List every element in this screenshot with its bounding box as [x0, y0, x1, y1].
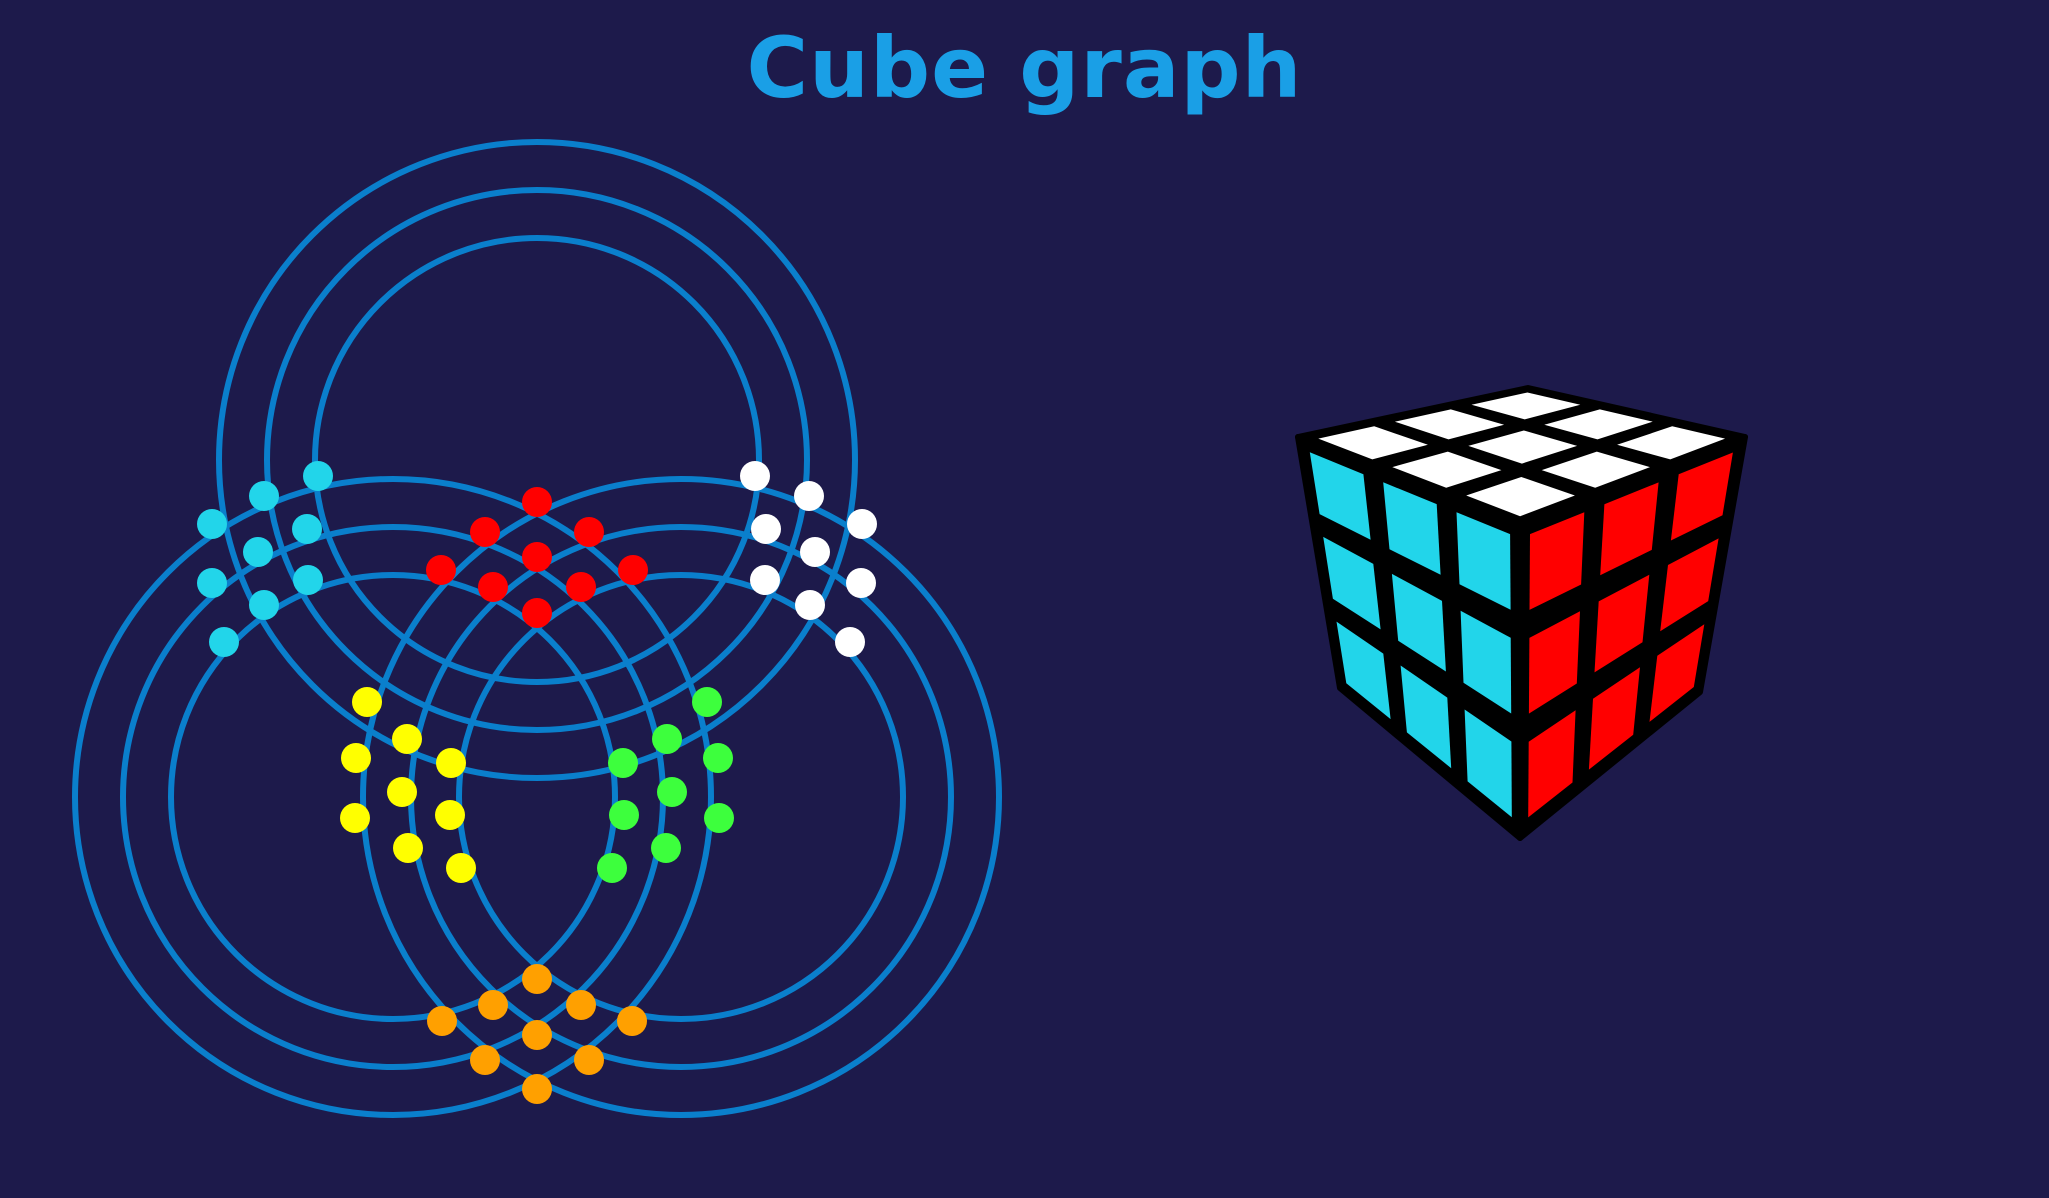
vertex-bottom-7	[470, 1045, 500, 1075]
vertex-left-bottom-5	[387, 777, 417, 807]
vertex-right-6	[846, 568, 876, 598]
vertex-left-4	[292, 514, 322, 544]
vertex-bottom-6	[617, 1006, 647, 1036]
vertex-left-2	[249, 481, 279, 511]
vertex-bottom-4	[427, 1006, 457, 1036]
vertex-bottom-5	[522, 1020, 552, 1050]
vertex-left-8	[249, 590, 279, 620]
cube-face-right	[1517, 434, 1748, 841]
cube-sticker-right-2	[1600, 482, 1659, 576]
vertex-top-3	[574, 517, 604, 547]
vertex-right-4	[751, 514, 781, 544]
vertex-left-bottom-8	[393, 833, 423, 863]
vertex-left-6	[197, 568, 227, 598]
vertex-bottom-3	[566, 990, 596, 1020]
ring-right-1	[456, 572, 906, 1022]
ring-left-1	[168, 572, 618, 1022]
cube-sticker-top-1	[1318, 426, 1428, 460]
vertex-left-bottom-6	[435, 800, 465, 830]
cube-sticker-left-1	[1309, 452, 1371, 540]
cube-sticker-right-6	[1660, 538, 1719, 632]
vertex-right-1	[740, 461, 770, 491]
vertex-left-bottom-9	[446, 853, 476, 883]
vertex-top-6	[618, 555, 648, 585]
vertex-right-9	[835, 627, 865, 657]
cube-sticker-right-5	[1594, 574, 1650, 673]
cube-sticker-left-5	[1391, 573, 1446, 672]
vertex-left-bottom-3	[436, 748, 466, 778]
vertex-bottom-9	[522, 1074, 552, 1104]
cube-sticker-left-6	[1460, 610, 1512, 714]
cube-sticker-top-4	[1392, 451, 1502, 488]
cube-sticker-top-6	[1544, 409, 1653, 440]
vertex-left-bottom-7	[340, 803, 370, 833]
cube-sticker-left-8	[1400, 665, 1452, 769]
vertex-top-5	[522, 542, 552, 572]
vertex-right-5	[800, 537, 830, 567]
rubiks-cube	[1295, 385, 1748, 841]
cube-sticker-left-3	[1456, 512, 1511, 610]
ring-top-1	[312, 235, 762, 685]
cube-face-left	[1295, 434, 1523, 841]
cube-sticker-right-1	[1529, 512, 1585, 610]
vertex-right-2	[794, 481, 824, 511]
vertex-top-1	[522, 487, 552, 517]
cube-sticker-right-8	[1588, 667, 1640, 770]
cube-sticker-left-9	[1464, 709, 1512, 818]
ring-top-2	[264, 187, 810, 733]
vertex-left-9	[209, 627, 239, 657]
vertex-right-bottom-2	[652, 724, 682, 754]
ring-top-3	[216, 139, 858, 781]
vertex-right-8	[795, 590, 825, 620]
vertex-bottom-1	[522, 964, 552, 994]
vertex-bottom-2	[478, 990, 508, 1020]
vertex-right-bottom-7	[704, 803, 734, 833]
vertex-left-bottom-4	[341, 743, 371, 773]
cube-sticker-top-9	[1617, 426, 1726, 460]
cube-sticker-right-7	[1528, 710, 1576, 818]
cube-sticker-top-3	[1471, 392, 1581, 420]
vertex-right-7	[750, 565, 780, 595]
vertex-right-bottom-9	[597, 853, 627, 883]
cube-sticker-left-7	[1336, 621, 1391, 720]
vertex-left-bottom-1	[352, 687, 382, 717]
cube-sticker-right-3	[1670, 452, 1733, 541]
vertex-right-bottom-6	[609, 800, 639, 830]
cube-sticker-top-8	[1541, 451, 1650, 488]
ring-left-3	[72, 476, 714, 1118]
cube-sticker-top-2	[1394, 409, 1505, 440]
vertex-right-3	[847, 509, 877, 539]
vertex-left-1	[303, 461, 333, 491]
page-title: Cube graph	[746, 19, 1303, 117]
cube-sticker-right-4	[1528, 611, 1580, 714]
vertex-bottom-8	[574, 1045, 604, 1075]
cube-sticker-left-4	[1323, 536, 1381, 630]
cube-sticker-right-9	[1649, 624, 1705, 722]
vertex-right-bottom-8	[651, 833, 681, 863]
vertex-right-bottom-1	[692, 687, 722, 717]
vertex-top-8	[566, 572, 596, 602]
cube-sticker-top-5	[1468, 430, 1578, 464]
vertex-right-bottom-3	[608, 748, 638, 778]
vertex-top-4	[426, 555, 456, 585]
vertex-top-7	[478, 572, 508, 602]
vertex-top-2	[470, 517, 500, 547]
vertex-left-7	[293, 565, 323, 595]
cube-sticker-top-7	[1466, 477, 1575, 517]
ring-right-3	[360, 476, 1002, 1118]
vertex-right-bottom-5	[657, 777, 687, 807]
graph-vertices	[197, 461, 877, 1104]
vertex-left-bottom-2	[392, 724, 422, 754]
vertex-left-3	[197, 509, 227, 539]
vertex-top-9	[522, 598, 552, 628]
vertex-left-5	[243, 537, 273, 567]
vertex-right-bottom-4	[703, 743, 733, 773]
cube-sticker-left-2	[1383, 482, 1441, 575]
